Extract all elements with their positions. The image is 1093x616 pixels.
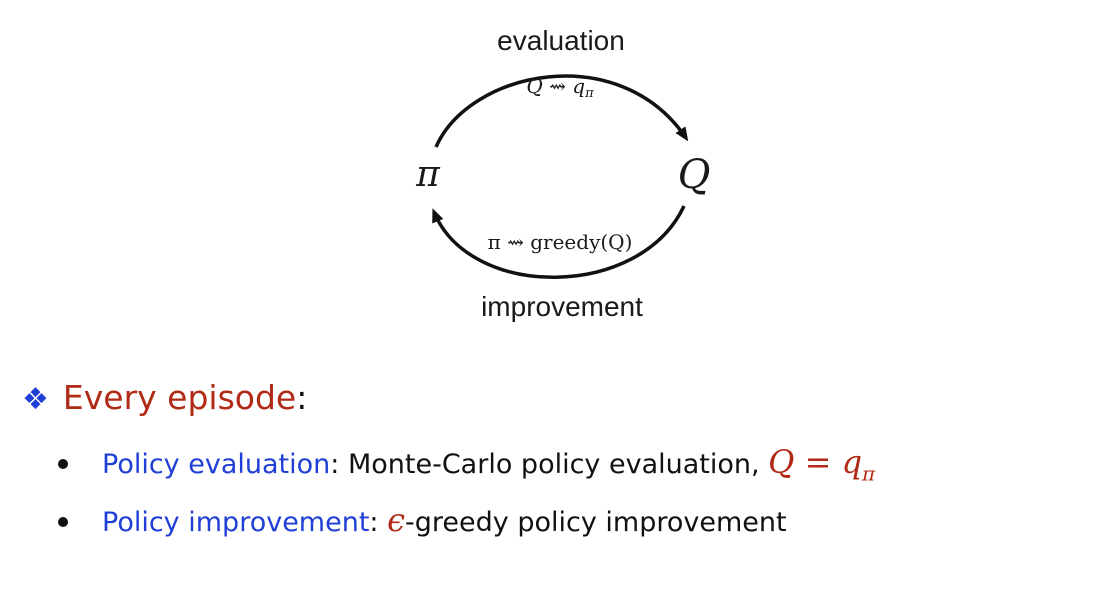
list-item-policy-evaluation: Policy evaluation: Monte-Carlo policy ev…: [58, 440, 875, 495]
heading-colon: :: [296, 378, 308, 417]
episode-heading: ❖ Every episode:: [22, 372, 307, 426]
math-q-equals-qpi: Q = qπ: [768, 443, 876, 486]
evaluation-formula: Q ⇝ qπ: [526, 74, 594, 101]
improvement-formula: π ⇝ greedy(Q): [488, 230, 633, 254]
diamond-cluster-icon: ❖: [22, 382, 49, 417]
q-node: Q: [678, 152, 711, 198]
term-policy-evaluation: Policy evaluation: [102, 449, 331, 480]
improvement-arrow: [432, 205, 686, 279]
heading-text: Every episode: [62, 378, 297, 417]
math-epsilon: ϵ: [387, 501, 406, 539]
term-policy-improvement: Policy improvement: [102, 507, 370, 538]
improvement-label: improvement: [481, 291, 643, 322]
item-colon: :: [369, 507, 379, 538]
evaluation-arrow: [434, 74, 689, 148]
policy-iteration-diagram: evaluation Q ⇝ qπ π Q π ⇝ greedy(Q) impr…: [415, 25, 711, 322]
evaluation-label: evaluation: [497, 25, 625, 56]
item-text: Monte-Carlo policy evaluation,: [339, 449, 769, 480]
item-text: -greedy policy improvement: [405, 507, 787, 538]
item-colon: :: [330, 449, 340, 480]
bullet-dot-icon: [58, 458, 68, 469]
bullet-dot-icon: [58, 516, 68, 527]
policy-node: π: [415, 154, 441, 195]
list-item-policy-improvement: Policy improvement: ϵ-greedy policy impr…: [58, 498, 787, 545]
